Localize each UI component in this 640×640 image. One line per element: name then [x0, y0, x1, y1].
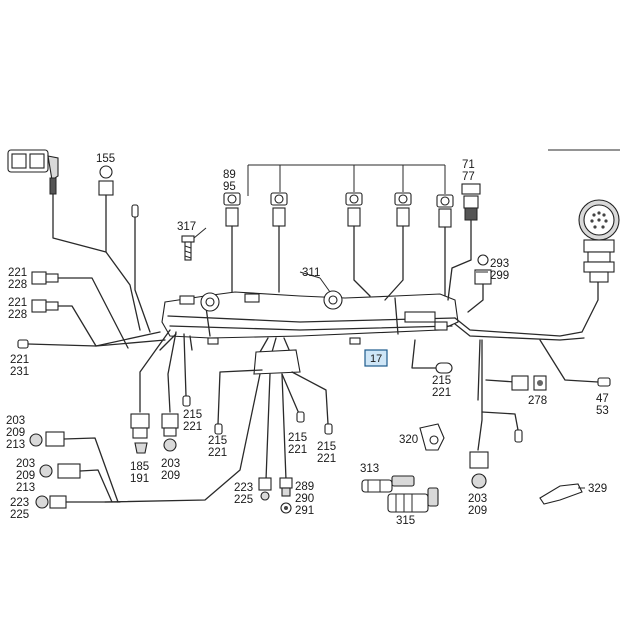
sensor-right-small[interactable]	[514, 429, 523, 443]
middle-bundle	[104, 337, 329, 503]
sensor-215-221-a[interactable]	[182, 395, 191, 407]
label-225-b: 225	[234, 494, 253, 506]
label-221-b: 221	[8, 297, 27, 309]
label-209-d: 209	[468, 505, 487, 517]
label-221-c: 221	[10, 354, 29, 366]
connector-215-221-right[interactable]	[435, 362, 453, 374]
label-317: 317	[177, 221, 196, 233]
leader-lines	[299, 271, 488, 279]
label-77: 77	[462, 171, 475, 183]
label-209-b: 209	[16, 470, 35, 482]
label-221-a: 221	[8, 267, 27, 279]
bracket-320[interactable]	[419, 423, 445, 451]
top-connector-89-95[interactable]	[223, 192, 241, 293]
connector-221-231[interactable]	[17, 331, 166, 349]
label-215-c: 215	[208, 435, 227, 447]
label-213-a: 213	[6, 439, 25, 451]
main-harness[interactable]	[161, 254, 599, 451]
label-291: 291	[295, 505, 314, 517]
label-278: 278	[528, 395, 547, 407]
label-213-b: 213	[16, 482, 35, 494]
connector-289-290-291[interactable]	[279, 373, 293, 514]
connector-155[interactable]	[98, 165, 141, 331]
callout-labels: 155 89 95 71 77 317 311 293 299 221 228 …	[6, 153, 609, 527]
connector-278[interactable]	[511, 375, 547, 391]
top-connector-3[interactable]	[345, 192, 371, 297]
sensor-215-221-b[interactable]	[214, 423, 223, 435]
connector-203-209-213-a[interactable]	[29, 431, 119, 503]
label-221-d: 221	[432, 387, 451, 399]
label-231: 231	[10, 366, 29, 378]
label-223-b: 223	[234, 482, 253, 494]
label-221-h: 221	[317, 453, 336, 465]
connector-293-299[interactable]	[467, 254, 492, 313]
lower-left-bundle	[139, 329, 193, 413]
sensor-215-221-c[interactable]	[296, 411, 305, 423]
highlight-17[interactable]	[364, 349, 388, 367]
connector-315[interactable]	[387, 487, 439, 513]
top-connector-5[interactable]	[436, 194, 454, 297]
connector-47-53[interactable]	[597, 377, 611, 387]
connector-223-225-left[interactable]	[35, 495, 121, 509]
label-185: 185	[130, 461, 149, 473]
label-228-b: 228	[8, 309, 27, 321]
label-95: 95	[223, 181, 236, 193]
sensor-rod[interactable]	[131, 204, 151, 333]
connector-203-209-213-b[interactable]	[39, 463, 113, 503]
label-293: 293	[490, 258, 509, 270]
label-17: 17	[370, 353, 382, 365]
label-221-f: 221	[208, 447, 227, 459]
label-215-b: 215	[183, 409, 202, 421]
label-329: 329	[588, 483, 607, 495]
label-221-e: 221	[183, 421, 202, 433]
connector-top-left[interactable]	[7, 149, 107, 253]
label-203-a: 203	[6, 415, 25, 427]
top-connector-2[interactable]	[270, 192, 288, 293]
label-47: 47	[596, 393, 609, 405]
top-bracket	[247, 164, 446, 196]
label-203-b: 203	[16, 458, 35, 470]
label-228-a: 228	[8, 279, 27, 291]
round-connector[interactable]	[578, 199, 620, 283]
top-connector-71-77[interactable]	[447, 183, 481, 301]
label-203-d: 203	[468, 493, 487, 505]
label-89: 89	[223, 169, 236, 181]
pin-313[interactable]	[361, 475, 415, 493]
label-289: 289	[295, 481, 314, 493]
label-223-a: 223	[10, 497, 29, 509]
connector-221-228-b[interactable]	[31, 299, 97, 347]
label-221-g: 221	[288, 444, 307, 456]
label-209-a: 209	[6, 427, 25, 439]
connector-203-209-center[interactable]	[161, 413, 179, 452]
label-311: 311	[302, 267, 320, 279]
bolt-317[interactable]	[181, 227, 207, 261]
label-299: 299	[490, 270, 509, 282]
connector-185-191[interactable]	[130, 413, 150, 454]
label-203-c: 203	[161, 458, 180, 470]
connector-221-228-a[interactable]	[31, 271, 129, 349]
label-320: 320	[399, 434, 418, 446]
label-191: 191	[130, 473, 149, 485]
label-53: 53	[596, 405, 609, 417]
connector-203-209-right[interactable]	[469, 451, 489, 489]
top-connector-4[interactable]	[384, 192, 412, 301]
cable-tie-329[interactable]	[539, 483, 585, 505]
label-215-e: 215	[317, 441, 336, 453]
sensor-215-221-d[interactable]	[324, 423, 333, 435]
label-215-a: 215	[432, 375, 451, 387]
connector-223-225-center[interactable]	[258, 477, 272, 501]
label-315: 315	[396, 515, 415, 527]
label-290: 290	[295, 493, 314, 505]
label-209-c: 209	[161, 470, 180, 482]
label-155: 155	[96, 153, 115, 165]
label-313: 313	[360, 463, 379, 475]
label-225-a: 225	[10, 509, 29, 521]
label-71: 71	[462, 159, 475, 171]
clip-311[interactable]	[319, 277, 331, 293]
label-215-d: 215	[288, 432, 307, 444]
